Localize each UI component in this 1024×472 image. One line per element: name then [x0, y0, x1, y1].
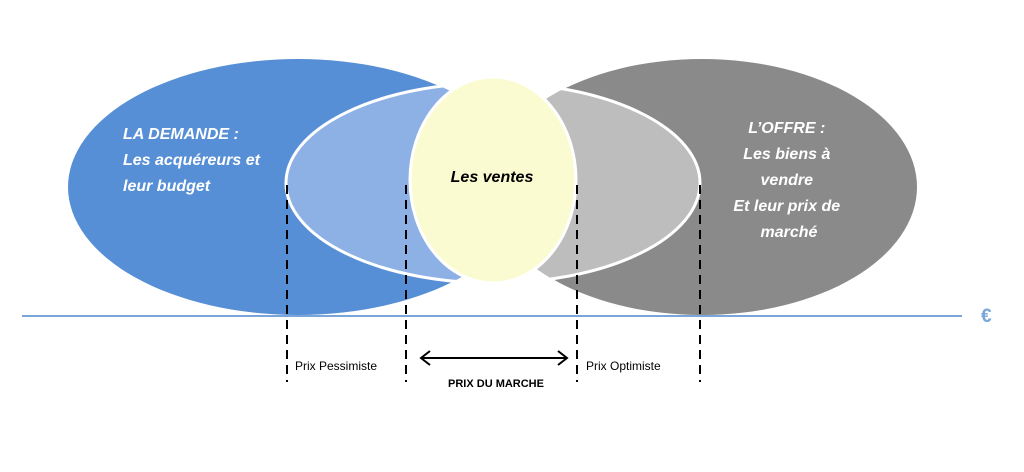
arrow-left-head: [419, 350, 431, 366]
sales-label: Les ventes: [451, 169, 534, 186]
offer-line-4: marché: [761, 224, 818, 241]
offer-title: L’OFFRE :: [748, 120, 825, 137]
svg-text:LA DEMANDE : Les acquére: LA DEMANDE : Les acquéreurs et leur budg…: [123, 126, 264, 195]
sales-ellipse: [408, 75, 578, 285]
optimistic-price-label: Prix Optimiste: [586, 359, 661, 373]
demand-line-1: Les acquéreurs et: [123, 152, 261, 169]
euro-axis-symbol: €: [981, 306, 992, 327]
offer-line-1: Les biens à: [743, 146, 830, 163]
offer-line-2: vendre: [761, 172, 814, 189]
pessimistic-price-label: Prix Pessimiste: [295, 359, 377, 373]
arrow-right-head: [557, 350, 569, 366]
svg-text:L’OFFRE : Les biens à: L’OFFRE : Les biens à vendre Et leur pri…: [733, 120, 844, 241]
offer-line-3: Et leur prix de: [733, 198, 840, 215]
market-price-label: PRIX DU MARCHE: [448, 378, 544, 390]
demand-title: LA DEMANDE :: [123, 126, 239, 143]
demand-line-2: leur budget: [123, 178, 211, 195]
